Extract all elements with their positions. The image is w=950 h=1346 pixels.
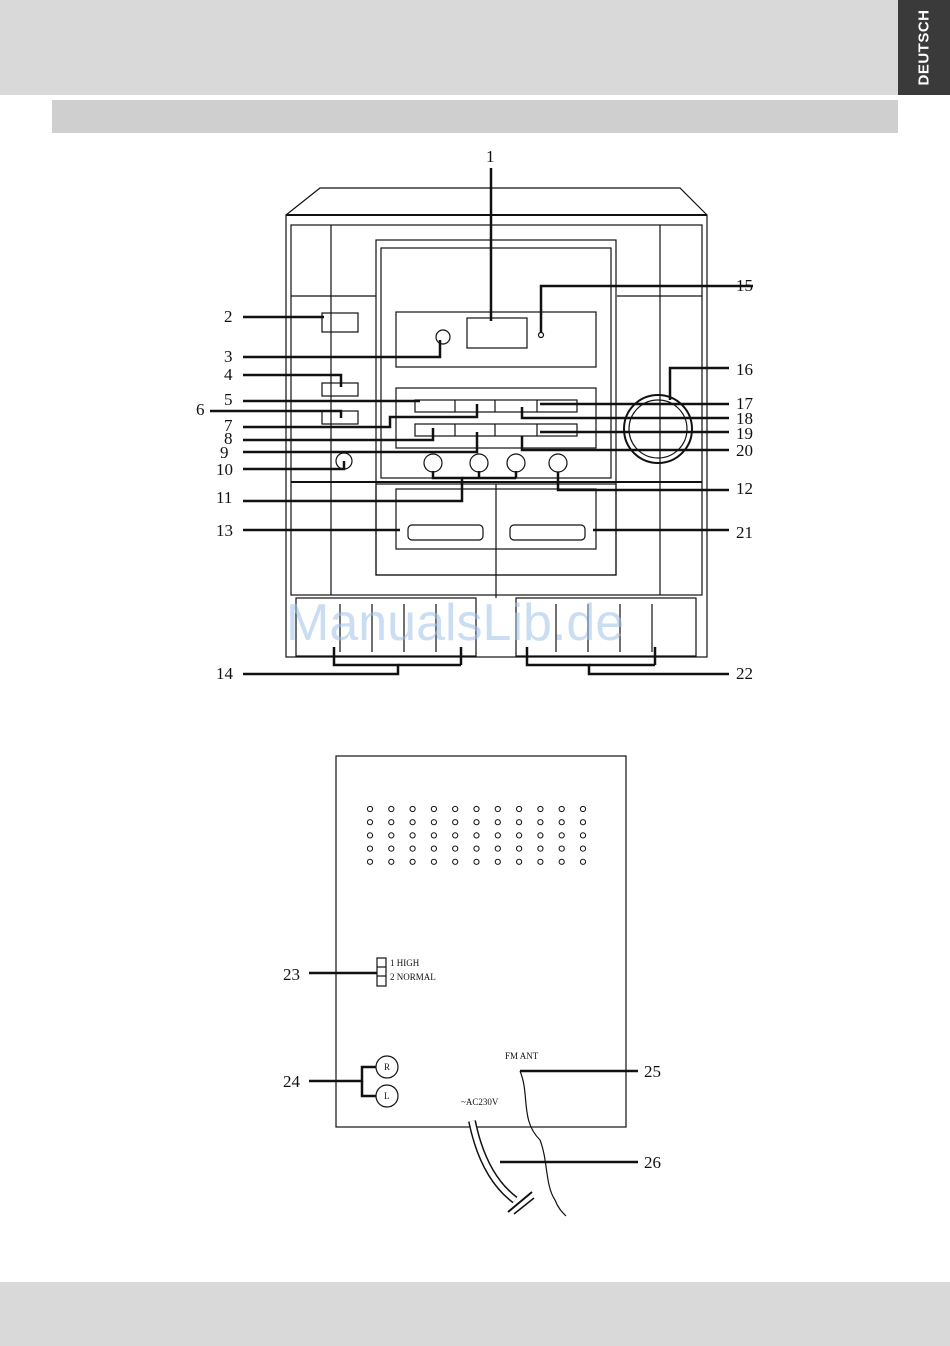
- callout-13: 13: [216, 521, 233, 540]
- vent-hole: [580, 833, 585, 838]
- vent-hole: [580, 859, 585, 864]
- callout-4: 4: [224, 365, 233, 384]
- vent-hole: [559, 820, 564, 825]
- switch-label-normal: 2 NORMAL: [390, 972, 436, 982]
- vent-hole: [389, 859, 394, 864]
- rear-callouts: 23 24 25 26 1 HIGH 2 NORMAL R L FM ANT ~…: [283, 958, 661, 1172]
- watermark: ManualsLib.de: [286, 594, 624, 652]
- vent-hole: [474, 833, 479, 838]
- jack-label-r: R: [384, 1062, 390, 1072]
- vent-hole: [367, 846, 372, 851]
- vent-hole: [410, 833, 415, 838]
- fm-antenna-label: FM ANT: [505, 1051, 539, 1061]
- callout-5: 5: [224, 390, 233, 409]
- vent-hole: [538, 859, 543, 864]
- front-view-unit: [286, 188, 707, 657]
- vent-hole: [431, 859, 436, 864]
- vent-hole: [495, 833, 500, 838]
- vent-hole: [559, 833, 564, 838]
- callout-26: 26: [644, 1153, 661, 1172]
- vent-hole: [389, 820, 394, 825]
- vent-hole: [410, 806, 415, 811]
- vent-hole: [453, 833, 458, 838]
- jack-label-l: L: [384, 1091, 390, 1101]
- callout-3: 3: [224, 347, 233, 366]
- vent-hole: [367, 859, 372, 864]
- callout-10: 10: [216, 460, 233, 479]
- callout-16: 16: [736, 360, 753, 379]
- vent-hole: [580, 846, 585, 851]
- callout-2: 2: [224, 307, 233, 326]
- vent-hole: [389, 806, 394, 811]
- callout-21: 21: [736, 523, 753, 542]
- vent-hole: [431, 806, 436, 811]
- vent-hole: [453, 806, 458, 811]
- vent-hole: [580, 820, 585, 825]
- vent-hole: [410, 846, 415, 851]
- vent-hole: [538, 806, 543, 811]
- vent-hole: [517, 859, 522, 864]
- power-cord-label: ~AC230V: [461, 1097, 499, 1107]
- callout-12: 12: [736, 479, 753, 498]
- vent-hole: [431, 833, 436, 838]
- vent-hole: [389, 833, 394, 838]
- vent-hole: [517, 833, 522, 838]
- vent-hole: [474, 859, 479, 864]
- callout-1: 1: [486, 147, 495, 166]
- vent-hole: [431, 846, 436, 851]
- callout-14: 14: [216, 664, 234, 683]
- vent-hole: [389, 846, 394, 851]
- vent-hole: [453, 820, 458, 825]
- vent-hole: [538, 820, 543, 825]
- vent-hole: [495, 820, 500, 825]
- vent-hole: [474, 806, 479, 811]
- switch-label-high: 1 HIGH: [390, 958, 420, 968]
- callout-20: 20: [736, 441, 753, 460]
- callout-22: 22: [736, 664, 753, 683]
- vent-hole: [538, 846, 543, 851]
- callout-23: 23: [283, 965, 300, 984]
- vent-hole: [495, 859, 500, 864]
- vent-hole: [410, 859, 415, 864]
- vent-hole: [453, 859, 458, 864]
- vent-hole: [410, 820, 415, 825]
- vent-hole: [367, 833, 372, 838]
- callout-15: 15: [736, 276, 753, 295]
- vent-hole: [517, 846, 522, 851]
- vent-hole: [495, 806, 500, 811]
- callout-25: 25: [644, 1062, 661, 1081]
- vent-hole: [495, 846, 500, 851]
- vent-hole: [517, 806, 522, 811]
- vent-holes: [367, 806, 585, 864]
- vent-hole: [559, 859, 564, 864]
- vent-hole: [474, 846, 479, 851]
- vent-hole: [559, 846, 564, 851]
- callout-24: 24: [283, 1072, 301, 1091]
- vent-hole: [367, 820, 372, 825]
- callout-11: 11: [216, 488, 232, 507]
- callout-6: 6: [196, 400, 205, 419]
- vent-hole: [559, 806, 564, 811]
- vent-hole: [538, 833, 543, 838]
- vent-hole: [367, 806, 372, 811]
- vent-hole: [474, 820, 479, 825]
- vent-hole: [517, 820, 522, 825]
- vent-hole: [431, 820, 436, 825]
- vent-hole: [580, 806, 585, 811]
- vent-hole: [453, 846, 458, 851]
